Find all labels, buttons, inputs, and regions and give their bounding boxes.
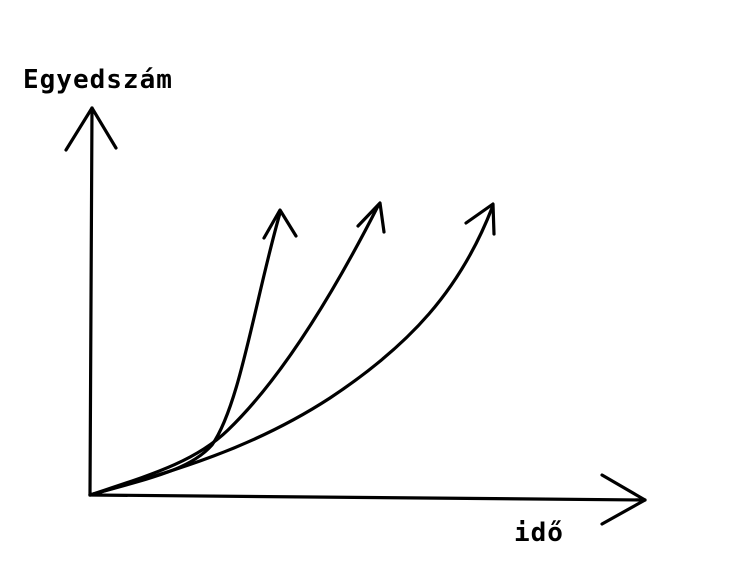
- growth-curve-slow-arrowhead: [464, 202, 496, 236]
- y-axis-label: Egyedszám: [23, 65, 173, 95]
- y-axis: [64, 106, 118, 497]
- growth-curve-medium-arrowhead: [356, 201, 386, 234]
- growth-curve-medium: [88, 204, 380, 497]
- x-axis: [88, 473, 647, 526]
- x-axis-arrowhead: [600, 473, 647, 526]
- x-axis-line: [88, 493, 647, 502]
- growth-curves: [88, 201, 496, 497]
- growth-curve-slow: [88, 206, 494, 497]
- growth-curve-fast: [88, 211, 282, 497]
- y-axis-line: [88, 106, 94, 497]
- x-axis-label: idő: [514, 518, 564, 548]
- growth-curve-fast-arrowhead: [262, 208, 298, 240]
- y-axis-arrowhead: [64, 106, 118, 152]
